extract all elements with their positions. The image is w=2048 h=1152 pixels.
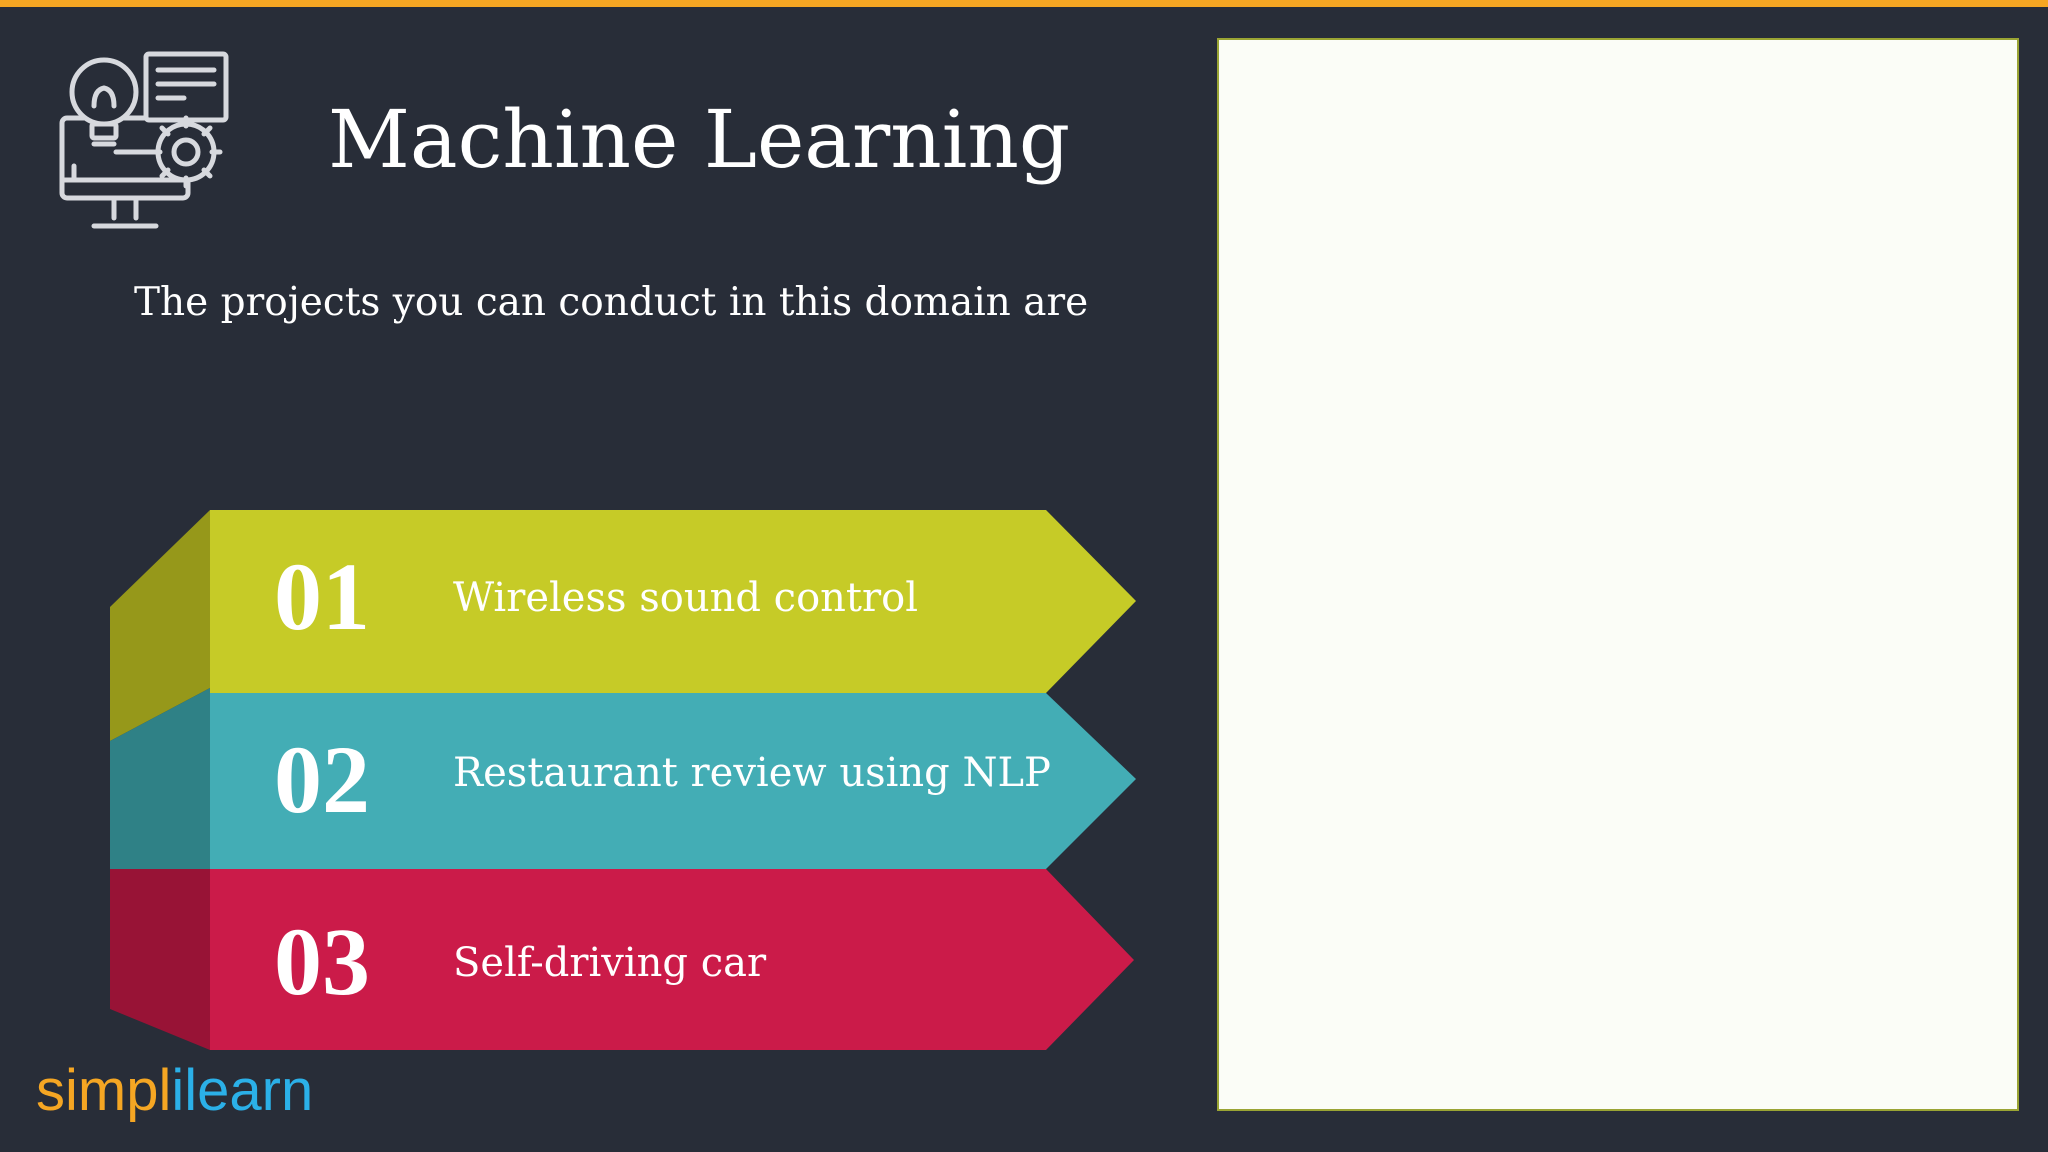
arrow-1-front xyxy=(210,510,1136,693)
item-number-3: 03 xyxy=(274,908,370,1015)
item-number-1: 01 xyxy=(274,543,370,650)
blank-content-panel xyxy=(1217,38,2019,1111)
logo-text-ilearn: ilearn xyxy=(171,1058,314,1123)
top-accent-bar xyxy=(0,0,2048,7)
project-arrows-graphic xyxy=(110,510,1136,1050)
item-number-2: 02 xyxy=(274,726,370,833)
ml-computer-gear-bulb-icon xyxy=(59,51,229,229)
slide-subtitle: The projects you can conduct in this dom… xyxy=(134,280,1089,325)
simplilearn-logo: simplilearn xyxy=(36,1058,313,1125)
arrow-2-side xyxy=(110,688,210,869)
item-label-3: Self-driving car xyxy=(453,940,767,986)
arrow-2-front xyxy=(210,693,1136,869)
arrow-3-front xyxy=(210,869,1134,1050)
item-label-1: Wireless sound control xyxy=(453,575,918,621)
arrow-1-side xyxy=(110,510,210,741)
slide-title: Machine Learning xyxy=(328,93,1071,186)
logo-text-simpl: simpl xyxy=(36,1058,172,1123)
item-label-2: Restaurant review using NLP xyxy=(453,750,1051,796)
arrow-3-side xyxy=(110,869,210,1050)
